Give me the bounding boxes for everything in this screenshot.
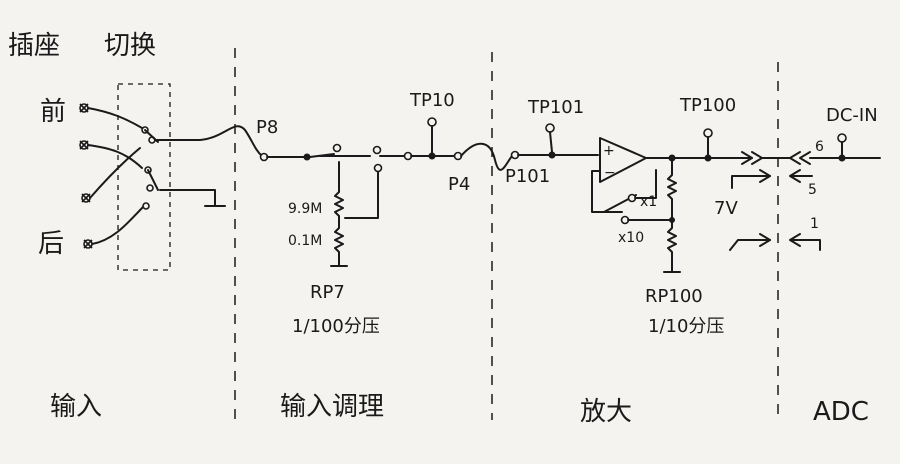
socket-label: 插座 bbox=[8, 31, 60, 61]
wire-to-ground bbox=[159, 189, 216, 207]
switch-blade-lower bbox=[147, 169, 159, 191]
pin1-label: 1 bbox=[810, 216, 819, 232]
attenuator-switch-contact bbox=[372, 145, 382, 155]
socket-rear-2 bbox=[83, 239, 93, 249]
opamp-minus: − bbox=[604, 165, 616, 181]
pin1-plug-chevron bbox=[759, 233, 771, 247]
socket-front-2 bbox=[79, 140, 89, 150]
gain-x1-label: x1 bbox=[640, 194, 657, 210]
pin5-label: 5 bbox=[808, 182, 817, 198]
junction-node bbox=[548, 151, 556, 159]
pin5-socket-chevron bbox=[789, 169, 813, 183]
wire-rear-2 bbox=[91, 204, 146, 245]
wire-7v bbox=[731, 175, 771, 189]
switch-label: 切换 bbox=[104, 31, 156, 61]
rear-input-label: 后 bbox=[38, 229, 64, 259]
rp7-r-top: 9.9M bbox=[288, 201, 322, 217]
rp7-divider-resistors bbox=[334, 161, 344, 267]
p8-label: P8 bbox=[256, 117, 278, 138]
attenuator-switch-contact bbox=[332, 143, 342, 153]
gain-x10-label: x10 bbox=[618, 230, 644, 246]
wire-to-p8 bbox=[154, 125, 263, 157]
pin1-socket-chevron bbox=[789, 233, 821, 251]
wire-rear-1 bbox=[89, 147, 141, 199]
rp7-name: RP7 bbox=[310, 282, 345, 303]
wire-front-2 bbox=[87, 144, 143, 169]
junction-node bbox=[704, 154, 712, 162]
wire-front-1 bbox=[87, 107, 143, 129]
x1-feedback-wire bbox=[634, 169, 657, 199]
socket-rear-1 bbox=[81, 193, 91, 203]
tp10-label: TP10 bbox=[409, 90, 455, 111]
junction-node bbox=[838, 154, 846, 162]
section-conditioning: 输入调理 bbox=[280, 392, 384, 422]
rp7-ratio: 1/100分压 bbox=[292, 316, 380, 337]
socket-in-chevron bbox=[789, 151, 811, 165]
tp101-stem bbox=[549, 131, 553, 153]
tp100-label: TP100 bbox=[679, 95, 736, 116]
opamp-triangle bbox=[599, 137, 647, 183]
tp101-label: TP101 bbox=[527, 97, 584, 118]
tp10-testpoint bbox=[427, 117, 437, 127]
rp100-ratio: 1/10分压 bbox=[648, 316, 724, 337]
switch-contact bbox=[146, 184, 154, 192]
dc-in-label: DC-IN bbox=[826, 105, 878, 126]
socket-front-1 bbox=[79, 103, 89, 113]
cable-p4-p101 bbox=[460, 142, 513, 171]
7v-label: 7V bbox=[714, 198, 738, 219]
junction-node bbox=[428, 152, 436, 160]
tp100-testpoint bbox=[703, 128, 713, 138]
section-adc: ADC bbox=[813, 397, 869, 427]
junction-node bbox=[303, 153, 311, 161]
front-input-label: 前 bbox=[40, 97, 66, 127]
p101-label: P101 bbox=[505, 166, 550, 187]
rp7-tap-contact bbox=[373, 163, 383, 173]
tp101-testpoint bbox=[545, 123, 555, 133]
rp7-r-bottom: 0.1M bbox=[288, 233, 322, 249]
p4-label: P4 bbox=[448, 174, 470, 195]
switch-box bbox=[117, 83, 171, 271]
section-input: 输入 bbox=[50, 392, 102, 422]
pin1-ground-wire bbox=[729, 239, 771, 251]
rp7-tap-wire bbox=[344, 171, 379, 219]
opamp-feedback bbox=[591, 170, 623, 213]
switch-contact bbox=[142, 202, 150, 210]
rp100-name: RP100 bbox=[645, 286, 703, 307]
pin5-plug-chevron bbox=[759, 169, 771, 183]
junction-node bbox=[669, 217, 675, 223]
opamp-plus: + bbox=[603, 143, 615, 159]
dc-in-testpoint bbox=[837, 133, 847, 143]
section-amplify: 放大 bbox=[580, 397, 632, 427]
rp100-divider-resistors bbox=[667, 157, 677, 273]
pin6-label: 6 bbox=[815, 139, 824, 155]
